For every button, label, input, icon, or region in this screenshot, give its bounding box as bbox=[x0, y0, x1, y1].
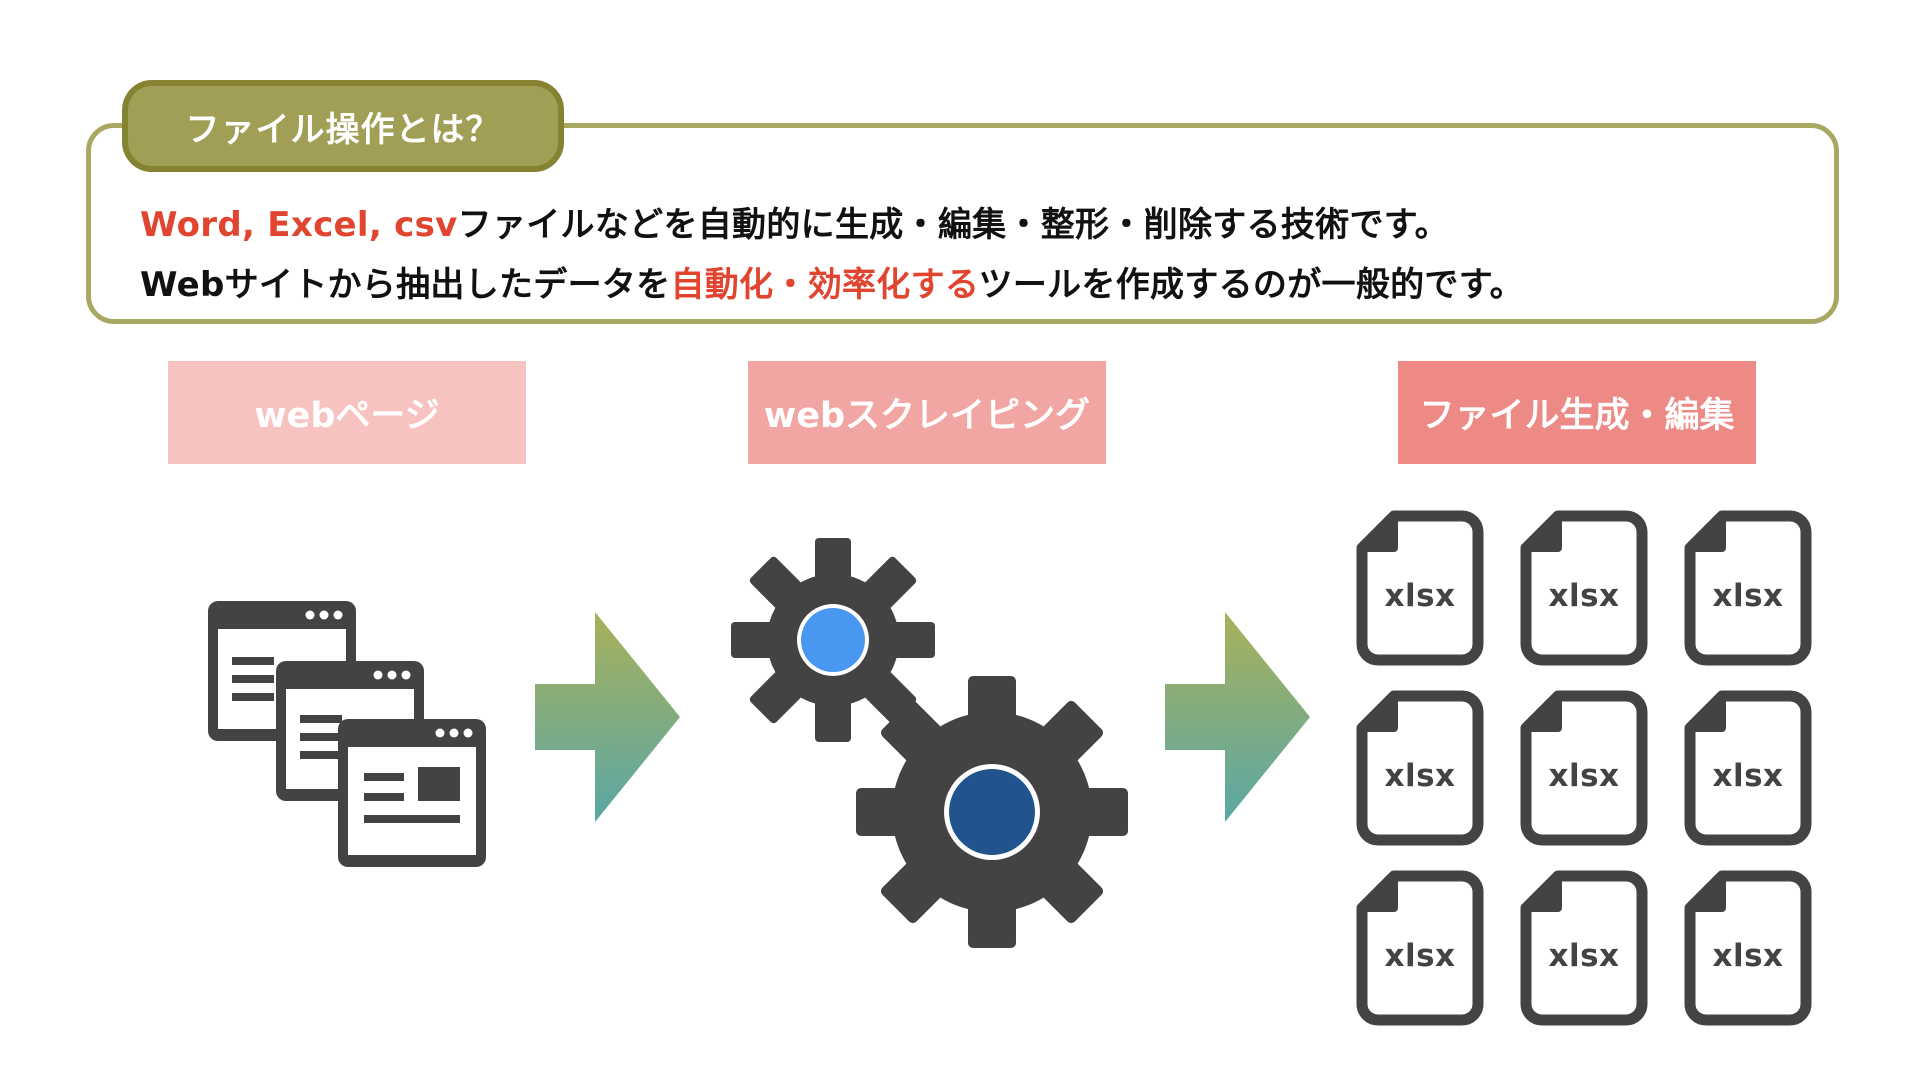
definition-line-1: Word, Excel, csvファイルなどを自動的に生成・編集・整形・削除する… bbox=[140, 197, 1449, 246]
xlsx-file-label: xlsx bbox=[1712, 758, 1784, 794]
right-arrow-icon bbox=[535, 612, 680, 822]
xlsx-file-label: xlsx bbox=[1548, 578, 1620, 614]
definition-line-2-before: Webサイトから抽出したデータを bbox=[140, 265, 671, 305]
definition-line-2-highlight: 自動化・効率化する bbox=[670, 265, 979, 305]
definition-line-1-text: ファイルなどを自動的に生成・編集・整形・削除する技術です。 bbox=[457, 205, 1449, 245]
step-label-file-generation: ファイル生成・編集 bbox=[1398, 361, 1756, 464]
xlsx-file-label: xlsx bbox=[1712, 578, 1784, 614]
xlsx-file-icon: xlsx bbox=[1520, 510, 1648, 666]
xlsx-file-icon: xlsx bbox=[1520, 690, 1648, 846]
gears-icon bbox=[731, 538, 1128, 948]
large-gear bbox=[856, 676, 1128, 948]
xlsx-file-icon: xlsx bbox=[1684, 690, 1812, 846]
step-label-scraping: webスクレイピング bbox=[748, 361, 1106, 464]
xlsx-file-label: xlsx bbox=[1548, 938, 1620, 974]
xlsx-file-label: xlsx bbox=[1384, 578, 1456, 614]
definition-line-2: Webサイトから抽出したデータを自動化・効率化するツールを作成するのが一般的です… bbox=[140, 257, 1524, 306]
xlsx-file-icon: xlsx bbox=[1520, 870, 1648, 1026]
xlsx-file-label: xlsx bbox=[1384, 758, 1456, 794]
browser-windows-icon bbox=[208, 601, 486, 867]
xlsx-file-icon: xlsx bbox=[1356, 690, 1484, 846]
xlsx-file-icon: xlsx bbox=[1356, 870, 1484, 1026]
step-label-webpage: webページ bbox=[168, 361, 526, 464]
definition-line-1-highlight: Word, Excel, csv bbox=[140, 205, 458, 245]
definition-title-tag: ファイル操作とは？ bbox=[122, 80, 564, 172]
right-arrow-icon bbox=[1165, 612, 1310, 822]
xlsx-file-label: xlsx bbox=[1712, 938, 1784, 974]
definition-line-2-after: ツールを作成するのが一般的です。 bbox=[978, 265, 1524, 305]
xlsx-file-icon: xlsx bbox=[1356, 510, 1484, 666]
xlsx-file-label: xlsx bbox=[1548, 758, 1620, 794]
xlsx-file-icon: xlsx bbox=[1684, 870, 1812, 1026]
xlsx-file-grid: xlsx xlsx xlsx xlsx xlsx xlsx xlsx xlsx xlsx bbox=[1356, 510, 1816, 1030]
browser-window-front bbox=[338, 719, 486, 867]
small-gear bbox=[731, 538, 935, 742]
xlsx-file-icon: xlsx bbox=[1684, 510, 1812, 666]
xlsx-file-label: xlsx bbox=[1384, 938, 1456, 974]
